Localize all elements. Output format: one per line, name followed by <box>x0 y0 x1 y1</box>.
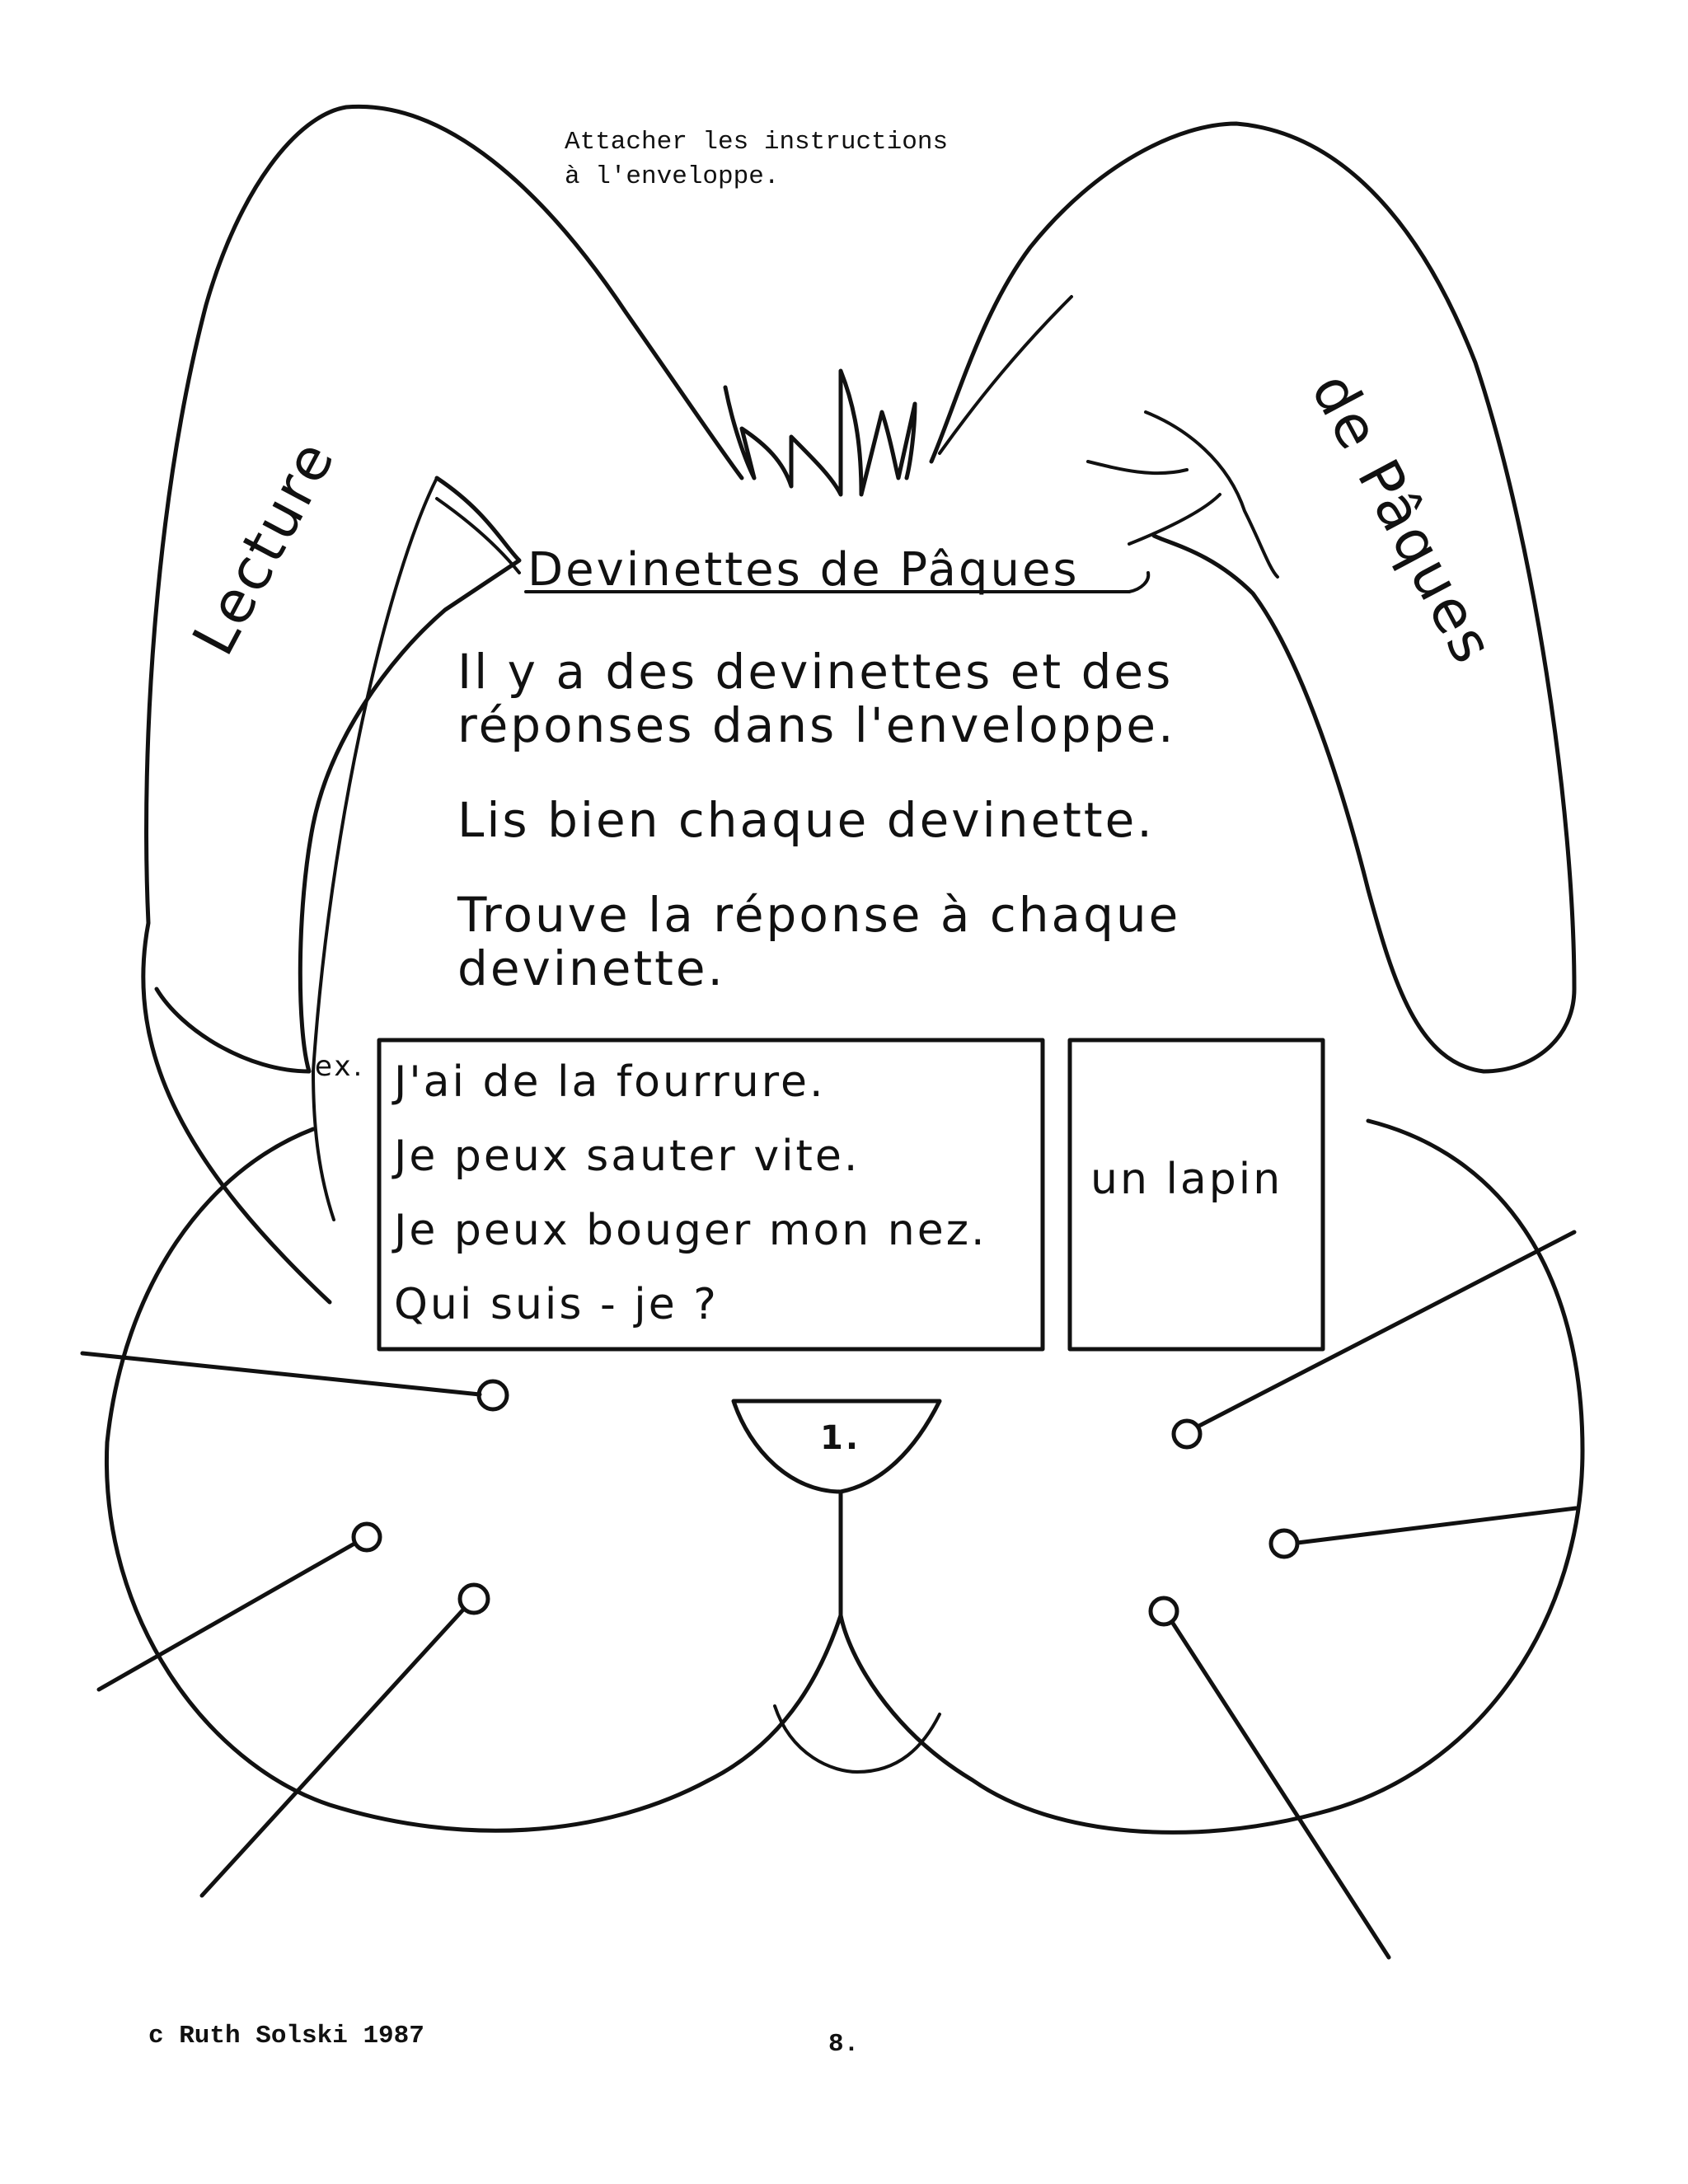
right-ear-outline <box>929 121 1577 1074</box>
riddle-line-3: Je peux bouger mon nez. <box>392 1206 987 1255</box>
answer-text: un lapin <box>1090 1155 1282 1204</box>
right-ear-crease-2 <box>1086 460 1189 476</box>
instruction-line-2: réponses dans l'enveloppe. <box>457 697 1176 753</box>
hair-tuft <box>723 368 917 497</box>
whisker-dot-right-3 <box>1148 1596 1179 1627</box>
right-ear-crease-1 <box>1128 493 1221 546</box>
riddle-line-4: Qui suis - je ? <box>394 1280 719 1329</box>
instruction-line-1: Il y a des devinettes et des <box>457 644 1173 700</box>
whisker-left-3 <box>199 1606 467 1898</box>
whisker-dot-left-3 <box>457 1582 490 1615</box>
whisker-dot-left-2 <box>351 1521 382 1553</box>
instruction-line-5: devinette. <box>457 940 725 996</box>
whisker-dot-right-1 <box>1171 1418 1203 1450</box>
note-line-2: à l'enveloppe. <box>565 162 779 191</box>
whisker-dot-right-2 <box>1268 1528 1300 1559</box>
title-underline-hook <box>1128 571 1151 593</box>
whisker-right-1 <box>1197 1230 1577 1428</box>
whisker-left-2 <box>96 1541 357 1692</box>
instruction-line-3: Lis bien chaque devinette. <box>457 792 1155 848</box>
left-ear-inner <box>154 476 522 1074</box>
riddle-line-1: J'ai de la fourrure. <box>392 1057 825 1107</box>
left-ear-outline <box>141 104 744 1305</box>
right-ear-label: de Pâques <box>1298 362 1507 675</box>
whisker-right-2 <box>1295 1506 1578 1545</box>
left-ear-inner-edge <box>312 476 438 1221</box>
riddle-box <box>377 1038 1045 1352</box>
head-left-cheek <box>104 1127 843 1833</box>
mouth-inner <box>773 1704 941 1774</box>
instruction-line-4: Trouve la réponse à chaque <box>457 887 1180 943</box>
left-ear-label: Lecture <box>180 429 349 666</box>
whisker-left-1 <box>80 1351 482 1397</box>
nose-number: 1. <box>820 1419 860 1457</box>
page-title: Devinettes de Pâques <box>528 543 1080 597</box>
title-left-bracket <box>435 497 521 574</box>
answer-box <box>1067 1038 1325 1352</box>
note-line-1: Attacher les instructions <box>565 128 948 157</box>
example-marker: ex. <box>315 1050 364 1083</box>
riddle-line-2: Je peux sauter vite. <box>392 1132 860 1181</box>
copyright-text: c Ruth Solski 1987 <box>148 2022 424 2050</box>
page-number: 8. <box>828 2030 859 2059</box>
whisker-dot-left-1 <box>476 1379 509 1412</box>
whisker-right-3 <box>1170 1619 1391 1960</box>
right-ear-tip-line <box>938 295 1073 455</box>
right-ear-inner <box>1144 410 1279 579</box>
head-right-cheek <box>838 1118 1585 1835</box>
